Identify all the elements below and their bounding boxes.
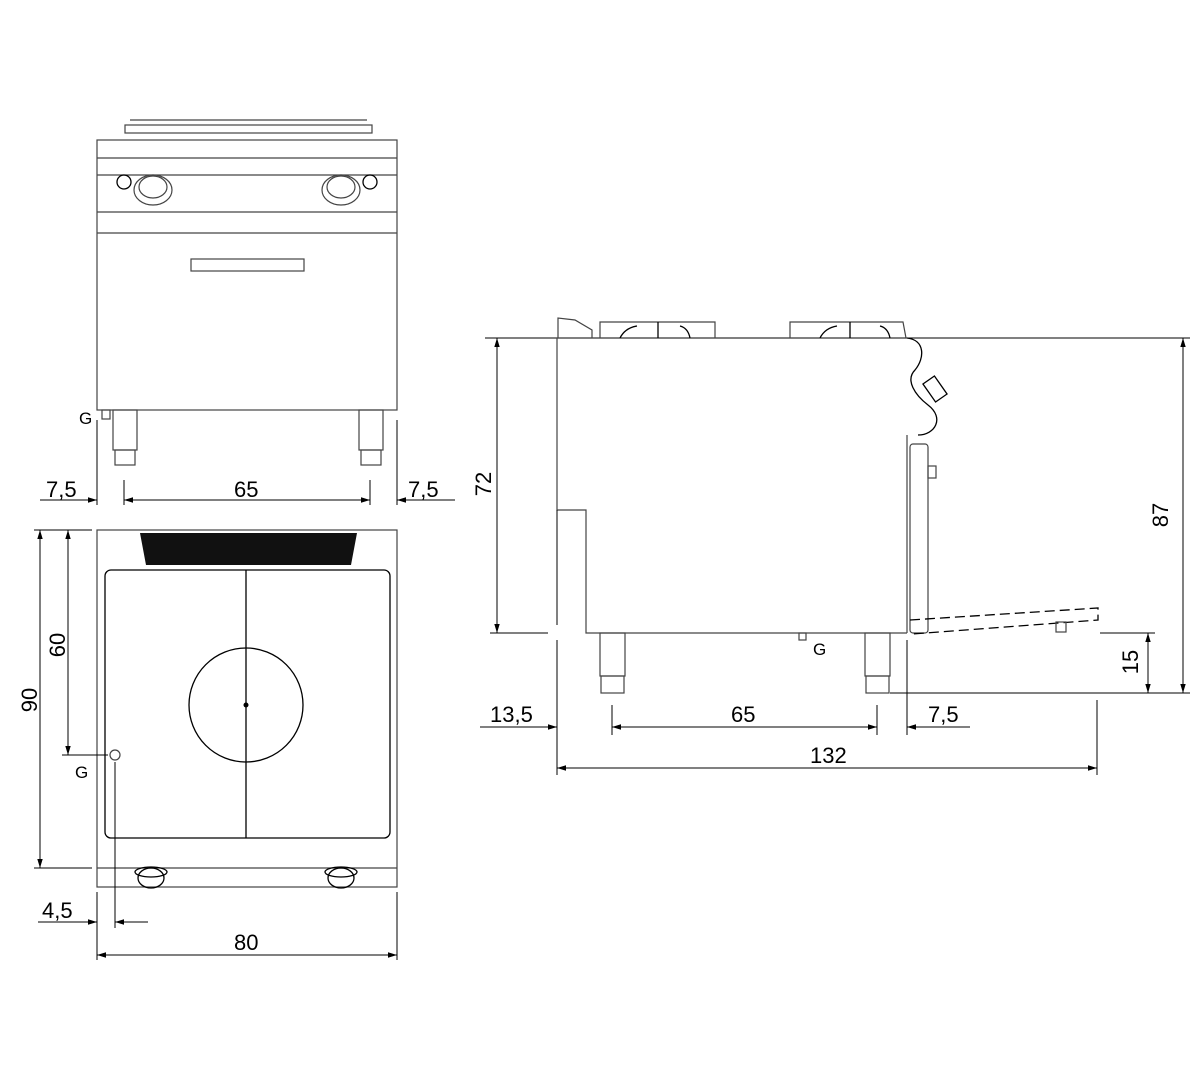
dim-front-center: 65 xyxy=(234,477,258,502)
knob-left xyxy=(116,174,173,206)
plan-view: G 90 60 4,5 80 xyxy=(17,529,398,960)
leg-back xyxy=(599,632,626,694)
door-handle-side xyxy=(927,465,937,479)
handle-back xyxy=(557,317,593,338)
plan-dimension-lines xyxy=(34,529,398,960)
dim-width: 80 xyxy=(234,930,258,955)
dim-depth: 90 xyxy=(17,688,42,712)
gas-label: G xyxy=(75,763,88,782)
gas-connection xyxy=(798,632,807,641)
dim-side-right: 7,5 xyxy=(928,702,959,727)
dim-leg-height: 15 xyxy=(1118,650,1143,674)
front-body xyxy=(96,139,398,411)
pan-outline xyxy=(104,569,391,839)
dim-gas-offset: 4,5 xyxy=(42,898,73,923)
lid-center-dot xyxy=(243,702,249,708)
plan-body xyxy=(96,529,398,888)
dim-side-left: 13,5 xyxy=(490,702,533,727)
dim-total-height: 87 xyxy=(1148,503,1173,527)
dim-side-center: 65 xyxy=(731,702,755,727)
door-handle xyxy=(190,258,305,272)
door-open-handle xyxy=(1055,621,1067,633)
gas-connection xyxy=(109,749,121,761)
door-open-dashed xyxy=(909,607,1099,635)
dim-gas-depth: 60 xyxy=(45,633,70,657)
burners xyxy=(619,325,891,339)
indicator-light xyxy=(362,174,378,190)
leg-front xyxy=(864,632,891,694)
lid-plate xyxy=(124,124,373,134)
lid-circle xyxy=(188,647,304,763)
knob-left-plan xyxy=(134,866,168,889)
dim-front-left: 7,5 xyxy=(46,477,77,502)
break-line xyxy=(906,337,938,436)
gas-connection xyxy=(101,409,111,420)
leg-left xyxy=(112,409,138,466)
door-side xyxy=(909,443,929,634)
side-body xyxy=(556,338,907,634)
leg-right xyxy=(358,409,384,466)
burner-grid xyxy=(599,321,907,339)
indicator-light xyxy=(116,174,132,190)
dim-side-total: 132 xyxy=(810,743,847,768)
side-knob xyxy=(922,375,948,403)
knob-right-plan xyxy=(324,866,358,889)
gas-label: G xyxy=(79,409,92,428)
gas-label: G xyxy=(813,640,826,659)
side-dimension-lines xyxy=(480,338,1190,775)
dim-body-height: 72 xyxy=(471,472,496,496)
knob-right xyxy=(321,174,378,206)
side-view: G 72 87 15 13,5 65 7,5 132 xyxy=(471,317,1190,775)
control-panel-top xyxy=(140,533,357,565)
front-view: G 7,5 65 7,5 xyxy=(40,119,455,505)
dim-front-right: 7,5 xyxy=(408,477,439,502)
front-dimension-lines xyxy=(40,420,455,505)
